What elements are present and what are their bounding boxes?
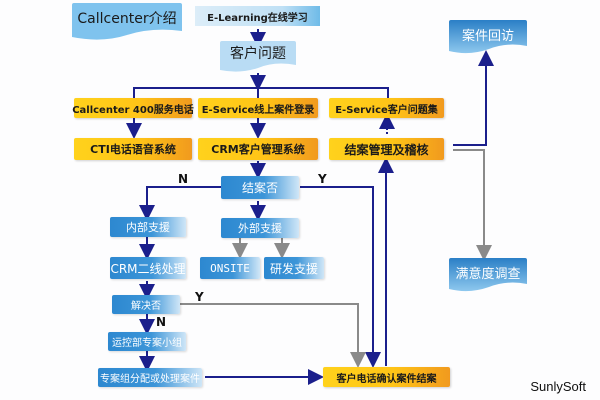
decision-close: 结案否 (221, 176, 299, 199)
channel-eservice-login: E-Service线上案件登录 (198, 98, 318, 118)
case-followup-node: 案件回访 (449, 20, 527, 56)
elearning-label: E-Learning在线学习 (207, 12, 308, 24)
label-y-close: Y (318, 172, 327, 186)
customer-confirm-node: 客户电话确认案件结案 (323, 367, 450, 387)
ops-project-team: 运控部专案小组 (108, 332, 186, 351)
arrow-close-y (300, 186, 381, 368)
elearning-node: E-Learning在线学习 (195, 6, 320, 26)
callcenter-intro-node: Callcenter介绍 (72, 3, 182, 41)
satisfaction-survey-label: 满意度调查 (455, 266, 521, 282)
arrow-audit-survey (453, 149, 492, 261)
arrow-resolved-y (180, 303, 366, 368)
decision-resolved: 解决否 (112, 295, 180, 314)
internal-support: 内部支援 (110, 217, 186, 237)
system-crm: CRM客户管理系统 (198, 138, 318, 160)
channel-eservice-faq: E-Service客户问题集 (329, 98, 444, 118)
system-cti: CTI电话语音系统 (74, 138, 192, 160)
callcenter-intro-label: Callcenter介绍 (77, 11, 177, 27)
case-followup-label: 案件回访 (461, 28, 514, 44)
channel-callcenter: Callcenter 400服务电话 (72, 98, 194, 118)
arrow-close-n (139, 186, 222, 221)
project-team-assign: 专案组分配或处理案件 (98, 368, 202, 387)
arrow-audit-followup (453, 50, 494, 146)
onsite-node: ONSITE (200, 257, 260, 279)
external-support: 外部支援 (221, 218, 299, 238)
customer-issue-node: 客户问题 (220, 41, 296, 73)
label-n-close: N (178, 172, 189, 186)
branch-bus (133, 87, 389, 98)
customer-issue-label: 客户问题 (230, 46, 286, 62)
label-y-resolved: Y (195, 290, 204, 304)
satisfaction-survey-node: 满意度调查 (449, 258, 527, 294)
label-n-resolved: N (156, 315, 167, 329)
footer-brand: SunlySoft (530, 379, 586, 394)
system-audit: 结案管理及稽核 (329, 138, 444, 160)
rd-support-node: 研发支援 (264, 257, 324, 279)
crm-second-line: CRM二线处理 (110, 257, 186, 279)
